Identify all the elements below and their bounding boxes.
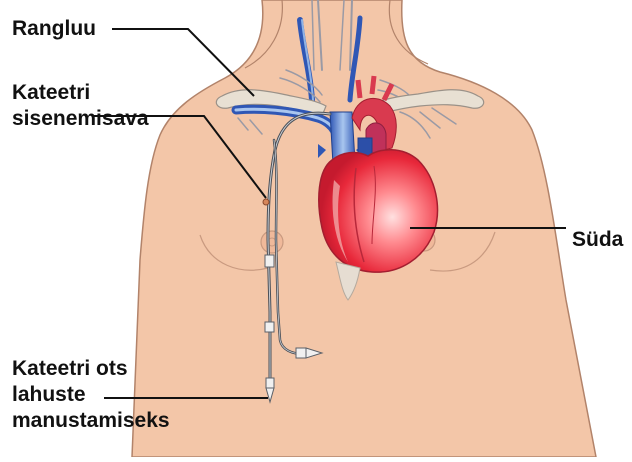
label-catheter-entry: Kateetri sisenemisava <box>12 80 149 132</box>
label-clavicle: Rangluu <box>12 16 96 42</box>
label-catheter-entry-line2: sisenemisava <box>12 106 149 132</box>
label-catheter-tip-line1: Kateetri ots <box>12 356 170 382</box>
label-catheter-tip-line3: manustamiseks <box>12 408 170 434</box>
label-catheter-tip: Kateetri ots lahuste manustamiseks <box>12 356 170 434</box>
label-catheter-entry-line1: Kateetri <box>12 80 149 106</box>
left-nipple <box>261 231 283 253</box>
label-catheter-tip-line2: lahuste <box>12 382 170 408</box>
label-heart: Süda <box>572 227 623 253</box>
